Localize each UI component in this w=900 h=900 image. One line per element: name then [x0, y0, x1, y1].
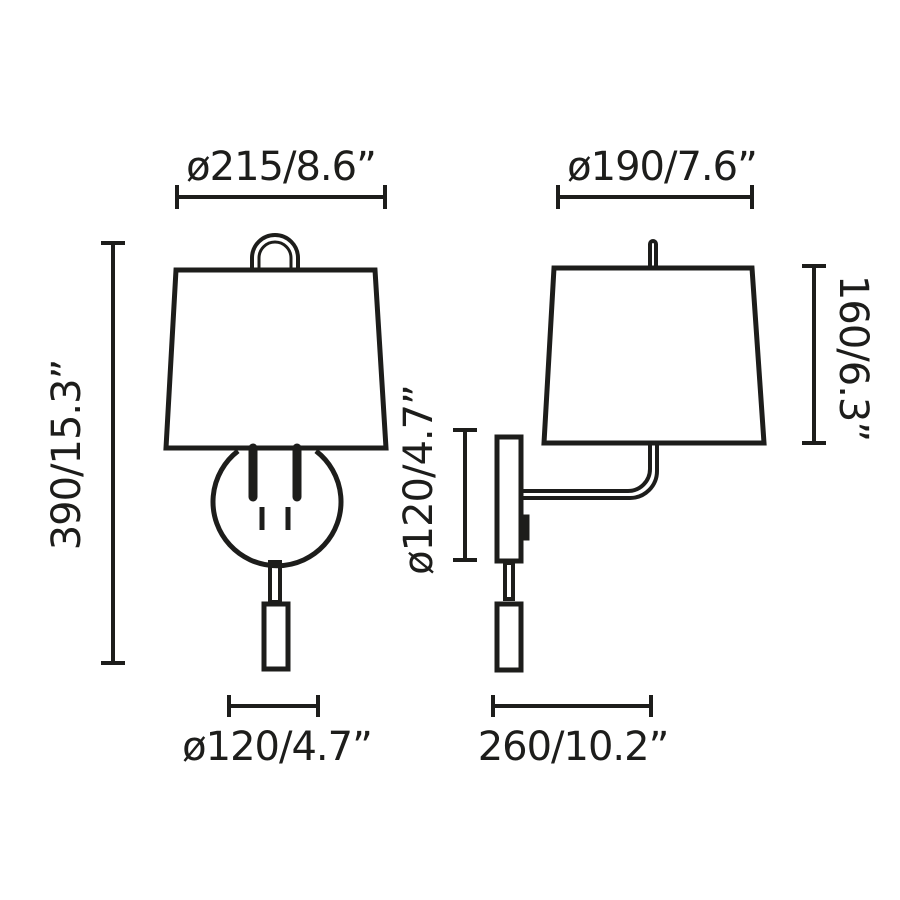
- front-base-width-label: ø120/4.7”: [182, 724, 372, 770]
- front-shade-width-label: ø215/8.6”: [186, 144, 376, 190]
- front-round-base: [210, 449, 344, 569]
- side-lampshade: [541, 265, 767, 446]
- front-pull-switch: [261, 601, 291, 672]
- front-base-width-dimension: [227, 695, 320, 717]
- side-shade-width-label: ø190/7.6”: [567, 144, 757, 190]
- total-height-label: 390/15.3”: [44, 360, 90, 551]
- side-switch: [520, 514, 530, 541]
- side-wall-base: [494, 434, 524, 564]
- total-height-dimension: [101, 241, 125, 665]
- shade-height-label: 160/6.3”: [830, 275, 876, 441]
- projection-dimension: [491, 695, 653, 717]
- front-view: [163, 233, 389, 672]
- front-hanging-loop: [250, 233, 300, 270]
- side-view: [494, 239, 767, 673]
- side-arm: [521, 444, 652, 493]
- shade-height-dimension: [802, 264, 826, 445]
- front-shade-width-dimension: [175, 185, 387, 209]
- front-lampshade: [163, 267, 389, 451]
- side-pull-switch: [494, 601, 524, 673]
- side-shade-width-dimension: [556, 185, 754, 209]
- projection-label: 260/10.2”: [478, 724, 669, 770]
- side-base-diameter-dimension: [453, 428, 477, 562]
- side-base-diameter-label: ø120/4.7”: [396, 385, 442, 575]
